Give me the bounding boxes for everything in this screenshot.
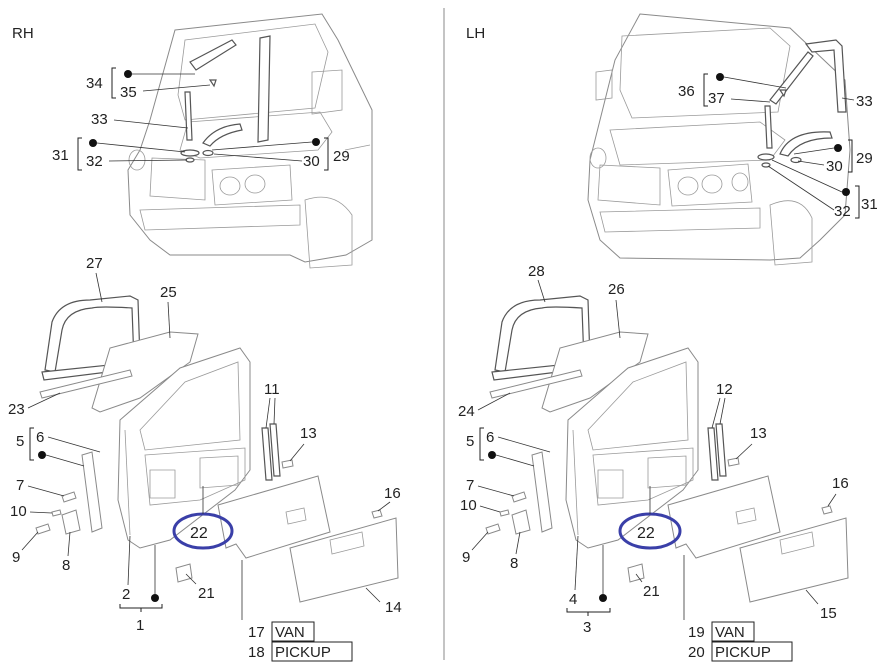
rh-vehicle-illustration bbox=[127, 13, 373, 269]
rh-callout-23: 23 bbox=[8, 401, 25, 418]
rh-callout-6: 6 bbox=[36, 429, 44, 446]
lh-variant-code-0: 19 bbox=[688, 624, 705, 641]
lh-callout-5: 5 bbox=[466, 433, 474, 450]
lh-callout-29: 29 bbox=[856, 150, 873, 167]
rh-variant-code-0: 17 bbox=[248, 624, 265, 641]
lh-callout-22: 22 bbox=[637, 525, 655, 542]
rh-upper-callouts: 34 35 33 31 32 30 29 bbox=[52, 67, 350, 171]
lh-door-illustration bbox=[485, 295, 849, 603]
rh-callout-35: 35 bbox=[120, 84, 137, 101]
rh-callout-29: 29 bbox=[333, 148, 350, 165]
lh-callout-31: 31 bbox=[861, 196, 878, 213]
rh-door-illustration bbox=[35, 295, 399, 603]
lh-callout-9: 9 bbox=[462, 549, 470, 566]
lh-panel: LH 36 bbox=[458, 13, 878, 662]
lh-variant-list: 19 VAN 20 PICKUP bbox=[683, 555, 793, 662]
rh-side-label: RH bbox=[12, 25, 34, 42]
lh-variant-code-1: 20 bbox=[688, 644, 705, 661]
lh-callout-21: 21 bbox=[643, 583, 660, 600]
rh-callout-2: 2 bbox=[122, 586, 130, 603]
rh-panel: RH 34 bbox=[8, 13, 402, 662]
lh-callout-13: 13 bbox=[750, 425, 767, 442]
rh-callout-25: 25 bbox=[160, 284, 177, 301]
lh-callout-8: 8 bbox=[510, 555, 518, 572]
lh-callout-32: 32 bbox=[834, 203, 851, 220]
lh-callout-16: 16 bbox=[832, 475, 849, 492]
lh-callout-30: 30 bbox=[826, 158, 843, 175]
lh-callout-6: 6 bbox=[486, 429, 494, 446]
rh-callout-10: 10 bbox=[10, 503, 27, 520]
lh-variant-name-0: VAN bbox=[715, 624, 745, 641]
rh-callout-11: 11 bbox=[264, 381, 280, 398]
lh-callout-12: 12 bbox=[716, 381, 733, 398]
lh-callout-24: 24 bbox=[458, 403, 475, 420]
rh-callout-14: 14 bbox=[385, 599, 402, 616]
lh-door-callouts: 28 26 24 5 6 7 10 9 8 12 13 16 bbox=[458, 263, 849, 636]
rh-callout-7: 7 bbox=[16, 477, 24, 494]
lh-upper-callouts: 36 37 33 30 29 32 31 bbox=[678, 73, 878, 220]
rh-variant-list: 17 VAN 18 PICKUP bbox=[241, 560, 353, 662]
lh-vehicle-illustration bbox=[587, 13, 851, 266]
rh-callout-27: 27 bbox=[86, 255, 103, 272]
lh-callout-26: 26 bbox=[608, 281, 625, 298]
rh-callout-31: 31 bbox=[52, 147, 69, 164]
rh-variant-name-0: VAN bbox=[275, 624, 305, 641]
lh-callout-4: 4 bbox=[569, 591, 577, 608]
rh-callout-9: 9 bbox=[12, 549, 20, 566]
rh-callout-34: 34 bbox=[86, 75, 103, 92]
lh-callout-7: 7 bbox=[466, 477, 474, 494]
rh-callout-22: 22 bbox=[190, 525, 208, 542]
rh-callout-1: 1 bbox=[136, 617, 144, 634]
rh-callout-21: 21 bbox=[198, 585, 215, 602]
lh-callout-3: 3 bbox=[583, 619, 591, 636]
rh-variant-code-1: 18 bbox=[248, 644, 265, 661]
lh-callout-15: 15 bbox=[820, 605, 837, 622]
rh-callout-dot bbox=[124, 70, 132, 78]
lh-side-label: LH bbox=[466, 25, 485, 42]
rh-callout-16: 16 bbox=[384, 485, 401, 502]
lh-callout-33: 33 bbox=[856, 93, 873, 110]
rh-callout-13: 13 bbox=[300, 425, 317, 442]
rh-callout-8: 8 bbox=[62, 557, 70, 574]
lh-callout-10: 10 bbox=[460, 497, 477, 514]
rh-callout-32: 32 bbox=[86, 153, 103, 170]
lh-callout-28: 28 bbox=[528, 263, 545, 280]
rh-callout-5: 5 bbox=[16, 433, 24, 450]
lh-variant-name-1: PICKUP bbox=[715, 644, 771, 661]
rh-callout-33: 33 bbox=[91, 111, 108, 128]
lh-callout-36: 36 bbox=[678, 83, 695, 100]
rh-door-callouts: 27 25 23 5 6 7 10 9 8 11 13 16 bbox=[8, 255, 402, 634]
rh-callout-30: 30 bbox=[303, 153, 320, 170]
rh-variant-name-1: PICKUP bbox=[275, 644, 331, 661]
lh-callout-37: 37 bbox=[708, 90, 725, 107]
